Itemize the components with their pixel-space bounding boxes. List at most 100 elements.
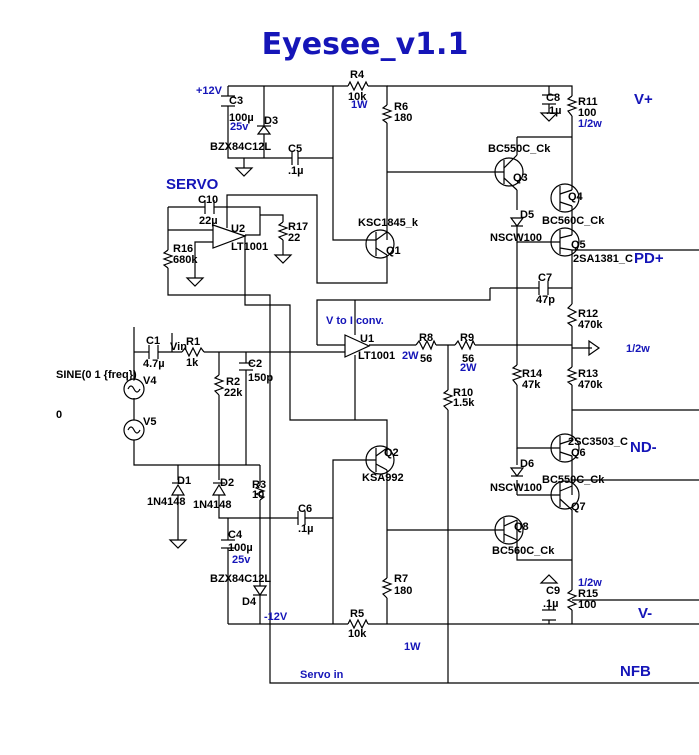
opamp-symbols [212,224,371,358]
component-label-components-q4-1: BC560C_Ck [542,215,605,227]
port-nfb: NFB [620,663,651,680]
sine-source-label: SINE(0 1 {freq}) [56,369,137,381]
component-label-components-d5-1: NSCW100 [490,232,542,244]
resistor-r7 [381,577,393,599]
component-label-components-c10-1: 22µ [199,215,218,227]
source-v4 [123,378,145,400]
component-label-power_notes-w2_r8: 2W [402,350,419,362]
component-label-power_notes-w1_r4: 1W [351,99,368,111]
component-label-components-c8-0: C8 [546,92,560,104]
wires [133,85,699,684]
component-label-components-c1-1: 4.7µ [143,358,165,370]
resistor-r10 [442,389,454,411]
component-label-components-d4-1: BZX84C12L [210,573,271,585]
component-label-components-q5-0: Q5 [571,239,586,251]
resistor-r15 [566,589,578,611]
page-title: Eyesee_v1.1 [262,27,469,62]
component-label-components-c4-1: 100µ [228,542,253,554]
component-label-source-v4: V4 [143,375,157,387]
component-label-components-r3-1: 10 [252,489,264,501]
resistor-r1 [181,346,205,358]
component-label-components-d5-0: D5 [520,209,534,221]
component-label-components-r13-0: R13 [578,368,598,380]
capacitor-c4 [221,539,235,549]
component-label-components-r4-1: 10k [348,91,367,103]
component-label-components-c3-1: 100µ [229,112,254,124]
transistor-q6 [550,433,580,463]
capacitor-c10 [204,200,215,214]
component-label-components-r16-1: 680k [173,254,198,266]
resistor-r12 [566,303,578,327]
component-label-power_notes-c3_v: 25v [230,121,249,133]
component-label-components-c8-1: .1µ [546,105,562,117]
resistor-r11 [566,95,578,117]
transistor-q7 [550,480,580,511]
capacitor-c9 [542,609,556,621]
component-label-components-r10-1: 1.5k [453,397,475,409]
led-d6 [509,467,525,477]
component-label-components-c2-1: 150p [248,372,273,384]
port-vminus: V- [638,605,652,622]
ground-icon [273,254,293,264]
component-label-components-q2-0: Q2 [384,447,399,459]
servo-in-label: Servo in [300,669,344,681]
resistor-r4 [347,80,369,92]
component-label-components-q7-1: BC550C_Ck [542,474,605,486]
component-label-components-c9-1: .1µ [543,598,559,610]
component-label-components-q8-1: BC560C_Ck [492,545,555,557]
component-label-components-c3-0: C3 [229,95,243,107]
component-label-components-c1-0: C1 [146,335,160,347]
component-label-components-u2-0: U2 [231,223,245,235]
component-label-components-r14-0: R14 [522,368,543,380]
resistor-r16 [162,249,174,269]
component-label-components-d1-0: D1 [177,475,191,487]
component-label-power_notes-half_w_r12: 1/2w [626,343,650,355]
led-d5 [509,217,525,227]
component-label-components-r11-0: R11 [578,96,598,108]
component-label-components-r12-1: 470k [578,319,603,331]
component-label-components-r12-0: R12 [578,308,598,320]
transistor-q8 [494,515,524,545]
component-label-components-r1-1: 1k [186,357,199,369]
ground-icon [539,112,559,122]
resistor-r8 [415,339,437,351]
component-label-components-q5-1: 2SA1381_C [573,253,633,265]
component-label-source-zero: 0 [56,409,62,421]
component-label-components-r6-1: 180 [394,112,412,124]
ground-symbols [168,112,601,584]
resistor-r3 [254,484,266,501]
component-label-components-d4-0: D4 [242,596,257,608]
component-label-components-d3-0: D3 [264,115,278,127]
component-label-components-d2-1: 1N4148 [193,499,232,511]
component-label-components-r2-1: 22k [224,387,243,399]
component-label-components-r9-0: R9 [460,332,474,344]
component-label-components-c2-0: C2 [248,358,262,370]
component-label-components-c6-0: C6 [298,503,312,515]
zener-d3 [256,125,272,135]
port-vin: Vin [170,341,187,353]
component-label-components-d2-0: D2 [220,477,234,489]
component-label-components-r5-0: R5 [350,608,364,620]
component-label-components-q3-0: Q3 [513,172,528,184]
component-label-components-q4-0: Q4 [568,191,584,203]
component-label-components-r14-1: 47k [522,379,541,391]
resistor-r17 [277,221,289,241]
component-label-power_notes-w2_r9: 2W [460,362,477,374]
resistor-r5 [347,618,369,630]
component-label-components-c9-0: C9 [546,585,560,597]
component-label-components-q1-0: Q1 [386,245,401,257]
component-label-components-r1-0: R1 [186,336,200,348]
component-label-components-r15-1: 100 [578,599,596,611]
labels: +12V -12V SERVO V to I conv. Servo in V+… [56,69,664,681]
component-label-power_notes-w1_r5: 1W [404,641,421,653]
capacitor-c3 [221,95,235,107]
capacitor-c8 [542,94,556,105]
component-label-components-c4-0: C4 [228,529,243,541]
component-label-components-q2-1: KSA992 [362,472,404,484]
source-symbols [123,378,145,441]
component-label-components-r9-1: 56 [462,353,474,365]
component-label-components-d1-1: 1N4148 [147,496,186,508]
component-label-components-d6-0: D6 [520,458,534,470]
component-label-components-r8-0: R8 [419,332,433,344]
capacitor-c7 [538,281,549,295]
